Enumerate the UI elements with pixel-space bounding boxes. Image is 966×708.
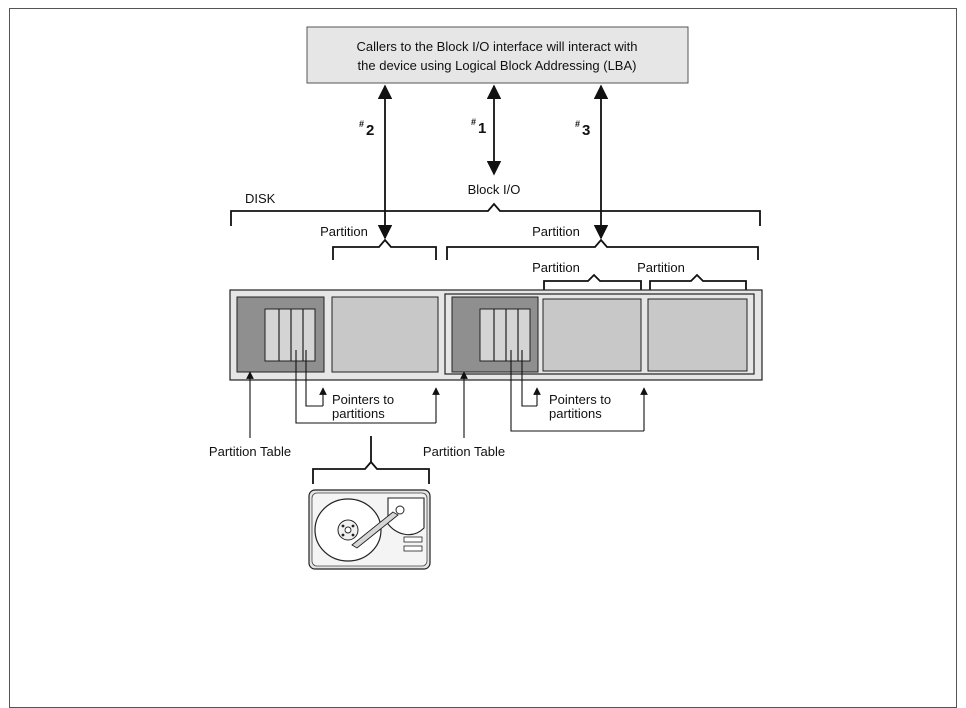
disk-bar [230,290,762,380]
svg-text:2: 2 [366,122,374,139]
block-io-label: Block I/O [468,182,521,197]
partition-block-right-1 [543,299,641,371]
svg-text:#: # [359,119,364,129]
sub-partition-1-brace [544,275,641,291]
disk-brace [231,204,760,226]
pointers-left-line-1: Pointers to [332,392,394,407]
sub-partition-2-label: Partition [637,260,685,275]
sub-partition-2-brace [650,275,746,291]
pointers-left-line-2: partitions [332,406,385,421]
disk-label: DISK [245,191,276,206]
header-box: Callers to the Block I/O interface will … [307,27,688,83]
partition-right-label: Partition [532,224,580,239]
drive-brace [313,436,429,484]
sub-partition-1-label: Partition [532,260,580,275]
partition-block-right-2 [648,299,747,371]
hard-drive-icon [309,490,430,569]
path-label-2: # 2 [359,119,374,139]
header-line-2: the device using Logical Block Addressin… [358,58,637,73]
svg-text:3: 3 [582,122,590,139]
path-label-1: # 1 [471,117,486,137]
partition-table-left-label: Partition Table [209,444,291,459]
path-label-3: # 3 [575,119,590,139]
header-line-1: Callers to the Block I/O interface will … [356,39,637,54]
partition-table-right-label: Partition Table [423,444,505,459]
pointers-right-line-1: Pointers to [549,392,611,407]
partition-left-label: Partition [320,224,368,239]
partition-right-brace [447,240,758,260]
partition-table-entries-left [265,309,315,361]
partition-left-brace [333,240,436,260]
pointers-right-line-2: partitions [549,406,602,421]
svg-text:#: # [575,119,580,129]
svg-text:1: 1 [478,120,486,137]
block-io-diagram: Callers to the Block I/O interface will … [0,0,966,689]
partition-block-left [332,297,438,372]
svg-text:#: # [471,117,476,127]
